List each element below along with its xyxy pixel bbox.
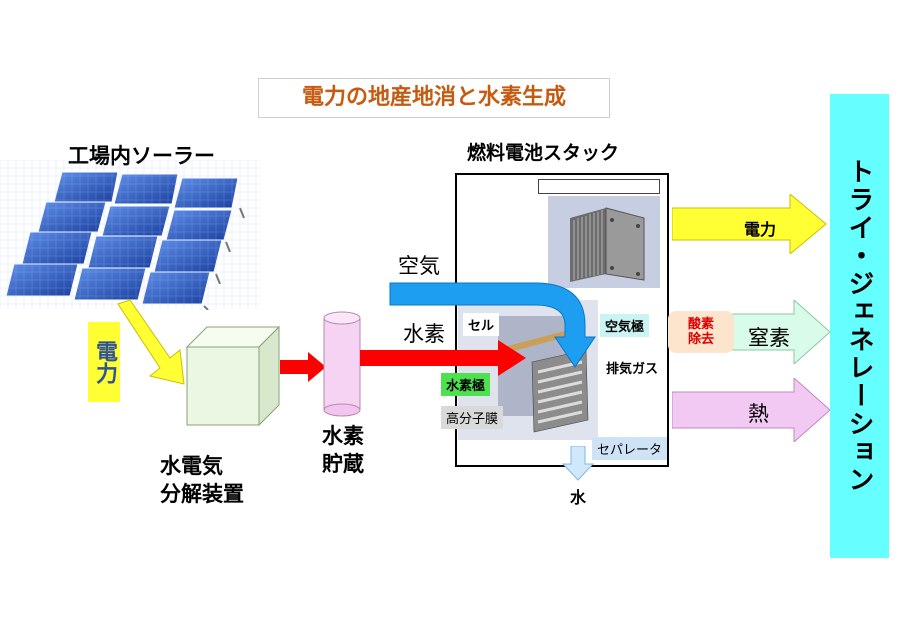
- cell-tag: セル: [463, 313, 500, 336]
- membrane-tag: 高分子膜: [441, 406, 504, 429]
- electrolyzer-label-1: 水電気: [160, 454, 223, 478]
- separator-tag: セパレータ: [592, 437, 668, 460]
- solar-to-electrolyzer-arrow: [117, 300, 185, 385]
- hydrogen-storage-cylinder: [323, 311, 361, 417]
- deoxygenation-line-2: 除去: [687, 332, 714, 347]
- storage-label-2: 貯蔵: [322, 452, 364, 476]
- hydrogen-input-label: 水素: [403, 322, 445, 346]
- electrolyzer-cube: [185, 325, 281, 427]
- trigeneration-label: トライ・ジェネレーション: [844, 158, 874, 494]
- trigeneration-bar: トライ・ジェネレーション: [830, 94, 889, 558]
- fuel-cell-module-image: [548, 196, 660, 288]
- heat-output-label: 熱: [748, 402, 769, 426]
- water-outlet-arrow: [562, 446, 594, 481]
- power-tag: 電力: [88, 322, 120, 402]
- fuel-cell-heading: 燃料電池スタック: [467, 142, 620, 164]
- exhaust-tag: 排気ガス: [601, 356, 664, 379]
- air-input-label: 空気: [398, 254, 440, 278]
- air-electrode-tag: 空気極: [600, 314, 650, 337]
- deoxygenation-line-1: 酸素: [687, 317, 714, 332]
- electrolyzer-label-2: 分解装置: [160, 482, 244, 506]
- hydrogen-flow-arrow: [360, 340, 526, 376]
- air-flow-arrow: [389, 282, 596, 368]
- hydrogen-electrode-tag: 水素極: [441, 373, 491, 396]
- solar-panels-group: [0, 160, 260, 310]
- nitrogen-output-label: 窒素: [748, 326, 790, 350]
- water-label: 水: [570, 488, 587, 507]
- power-output-label: 電力: [744, 220, 777, 239]
- solar-panel-array: [0, 160, 260, 310]
- power-output-arrow: [672, 194, 827, 254]
- heat-output-arrow: [672, 378, 831, 442]
- diagram-title: 電力の地産地消と水素生成: [258, 78, 610, 118]
- deoxygenation-box: 酸素 除去: [668, 311, 734, 353]
- electrolyzer-to-storage-arrow: [280, 352, 326, 382]
- stack-label-box: [538, 179, 660, 194]
- storage-label-1: 水素: [322, 424, 364, 448]
